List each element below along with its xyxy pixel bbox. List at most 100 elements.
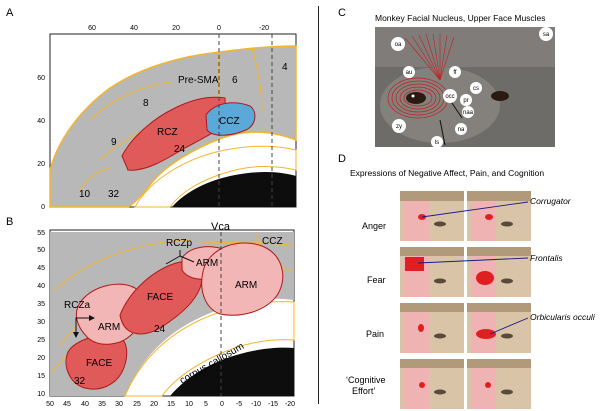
panel-c-muscle-zy: zy <box>396 124 402 130</box>
panel-a: A Pre-SMA 6 4 8 9 10 32 24 RCZ CCZ 60 <box>6 7 297 211</box>
panel-b-y-tick-0: 55 <box>37 230 45 237</box>
panel-b-rcza-arrowhead-1 <box>73 332 79 338</box>
panel-b-rcza: RCZa <box>64 300 91 311</box>
panel-b-x-tick-13: -15 <box>268 401 278 408</box>
panel-c-muscle-ls: ls <box>435 140 439 146</box>
panel-c-muscle-pr: pr <box>463 98 468 104</box>
panel-b-x-tick-7: 15 <box>167 401 175 408</box>
panel-a-label-presma: Pre-SMA <box>178 75 219 86</box>
panel-b-sulcus-1 <box>54 239 181 291</box>
face-pain-right-eye <box>501 333 513 339</box>
face-fear-left-eye <box>434 278 446 284</box>
panel-d-label-pain: Pain <box>366 329 384 339</box>
face-anger-right-hair <box>467 191 531 201</box>
panel-a-x-tick-1: 40 <box>130 25 138 32</box>
face-fear-right-hair <box>467 247 531 256</box>
face-anger-right-eye <box>501 221 513 227</box>
face-cog-left-eye <box>434 389 446 395</box>
panel-b-x-tick-2: 40 <box>81 401 89 408</box>
panel-a-sulcus-1 <box>89 81 171 121</box>
panel-d-title: Expressions of Negative Affect, Pain, an… <box>350 168 544 178</box>
panel-b-label-24: 24 <box>154 324 166 335</box>
panel-b-y-tick-4: 35 <box>37 301 45 308</box>
panel-b-arm-large <box>201 242 284 316</box>
panel-b-x-tick-3: 35 <box>98 401 106 408</box>
panel-b-x-tick-4: 30 <box>115 401 123 408</box>
panel-c-title: Monkey Facial Nucleus, Upper Face Muscle… <box>375 13 546 23</box>
panel-b-rczp: RCZp <box>166 238 193 249</box>
panel-c-photo-shade <box>375 27 555 67</box>
panel-b-x-tick-14: -20 <box>285 401 295 408</box>
panel-c-muscle-oa: oa <box>395 42 402 48</box>
panel-b-label-face-rostral: FACE <box>86 358 112 369</box>
panel-b-letter: B <box>6 216 13 228</box>
panel-b-callosum <box>124 301 295 397</box>
panel-b-rczp-arrow-2 <box>179 255 195 263</box>
panel-a-label-32: 32 <box>108 189 120 200</box>
panel-c-eye-shine <box>411 94 415 98</box>
panel-d-muscle-corrugator: Corrugator <box>530 196 572 206</box>
panel-a-callosum <box>134 145 297 208</box>
panel-b-label-arm-small: ARM <box>196 258 218 269</box>
panel-b-x-ticks: 50 45 40 35 30 25 20 15 10 5 0 -5 -10 -1… <box>46 401 295 408</box>
panel-b-rcza-arrow <box>75 317 92 335</box>
panel-a-x-tick-2: 20 <box>172 25 180 32</box>
panel-b-y-tick-1: 50 <box>37 247 45 254</box>
panel-a-label-rcz: RCZ <box>157 127 178 138</box>
panel-b-y-tick-2: 45 <box>37 265 45 272</box>
face-pain-left-eye <box>434 333 446 339</box>
panel-c-eye-right <box>491 91 509 101</box>
panel-b-label-32: 32 <box>74 376 86 387</box>
panel-b-y-tick-9: 10 <box>37 391 45 398</box>
panel-c-muscle-cs: cs <box>473 86 479 92</box>
face-cog-right-muscle <box>485 382 491 388</box>
face-fear-frontalis <box>405 257 424 271</box>
panel-divider <box>318 6 319 404</box>
panel-b-x-tick-0: 50 <box>46 401 54 408</box>
panel-b: B Vca CCZ RCZp ARM FACE ARM ARM <box>6 216 295 408</box>
panel-b-y-tick-5: 30 <box>37 319 45 326</box>
panel-b-x-tick-11: -5 <box>236 401 242 408</box>
panel-a-label-24: 24 <box>174 144 186 155</box>
panel-d-row-pain: Pain Orbicularis occuli <box>366 303 596 353</box>
face-anger-left-eye <box>434 221 446 227</box>
panel-c-labels: sa oa au ff occ cs pr naa zy na ls <box>391 27 553 148</box>
panel-a-x-tick-0: 60 <box>88 25 96 32</box>
panel-d-label-cognitive-1: ‘Cognitive <box>346 375 386 385</box>
panel-c-letter: C <box>338 7 346 19</box>
panel-b-x-tick-8: 10 <box>185 401 193 408</box>
face-pain-right-orbit <box>476 329 496 339</box>
panel-c-eye <box>406 92 426 104</box>
panel-a-label-4: 4 <box>282 62 288 73</box>
panel-b-y-tick-7: 20 <box>37 355 45 362</box>
panel-b-y-ticks: 55 50 45 40 35 30 25 20 15 10 <box>37 230 45 398</box>
face-anger-corrugator-2 <box>485 214 493 220</box>
panel-a-y-ticks: 60 40 20 0 <box>37 75 45 211</box>
panel-b-rcza-arrowhead-2 <box>89 315 95 321</box>
panel-a-label-9: 9 <box>111 137 117 148</box>
panel-b-ccz: CCZ <box>262 236 283 247</box>
panel-a-x-tick-3: 0 <box>217 25 221 32</box>
panel-a-label-10: 10 <box>79 189 91 200</box>
panel-d-pointer-orbicularis <box>489 317 529 335</box>
panel-a-y-tick-2: 20 <box>37 161 45 168</box>
panel-c-muscle-sa: sa <box>543 32 550 38</box>
panel-a-x-ticks: 60 40 20 0 -20 <box>88 25 269 32</box>
panel-a-x-tick-4: -20 <box>259 25 269 32</box>
face-fear-left-hair <box>400 247 464 256</box>
face-pain-left-hair <box>400 303 464 312</box>
panel-b-label-arm-rostral: ARM <box>98 322 120 333</box>
panel-b-label-arm-large: ARM <box>235 280 257 291</box>
panel-b-face-caudal <box>119 261 203 335</box>
panel-a-ventricle <box>172 172 296 207</box>
panel-c: C Monkey Facial Nucleus, Upper Face Musc… <box>338 7 555 148</box>
panel-b-y-tick-8: 15 <box>37 373 45 380</box>
panel-d-row-fear: Fear Frontalis <box>367 247 563 297</box>
panel-b-x-tick-5: 25 <box>133 401 141 408</box>
panel-a-label-ccz: CCZ <box>219 116 240 127</box>
panel-d-pointer-frontalis <box>417 257 529 264</box>
panel-a-ccz <box>205 102 256 136</box>
panel-c-muscle-na: na <box>458 127 465 133</box>
panel-c-muscle-occ: occ <box>445 94 454 100</box>
